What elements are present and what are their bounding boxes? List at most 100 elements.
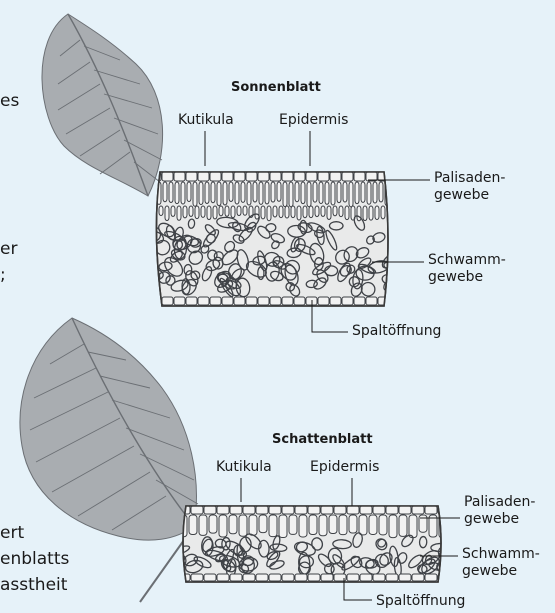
epidermis-cell xyxy=(282,172,293,181)
palisade-cell xyxy=(219,206,223,216)
palisade-cell xyxy=(393,206,397,215)
epidermis-cell xyxy=(373,574,385,581)
epidermis-cell xyxy=(270,172,281,181)
text-fragment: asstheit xyxy=(0,572,67,598)
palisade-cell xyxy=(159,206,163,215)
epidermis-cell xyxy=(308,574,320,581)
palisade-cell xyxy=(219,515,227,537)
epidermis-cell xyxy=(399,574,411,581)
palisade-cell xyxy=(379,515,387,535)
epidermis-cell xyxy=(354,297,365,305)
epidermis-cell xyxy=(386,574,398,581)
palisade-cell xyxy=(253,182,257,202)
epidermis-cell xyxy=(295,506,307,514)
epidermis-cell xyxy=(342,297,353,305)
epidermis-cell xyxy=(198,297,209,305)
epidermis-cell xyxy=(217,574,229,581)
epidermis-cell xyxy=(186,172,197,181)
epidermis-cell xyxy=(282,574,294,581)
palisade-cell xyxy=(187,182,191,201)
epidermis-cell xyxy=(243,506,255,514)
palisade-cell xyxy=(355,182,359,204)
shade-label-epidermis: Epidermis xyxy=(310,459,379,476)
sun-label-epidermis: Epidermis xyxy=(279,112,348,129)
sun-label-cuticle: Kutikula xyxy=(178,112,234,129)
epidermis-cell xyxy=(270,297,281,305)
sun-label-spongy-1: Schwamm- xyxy=(428,252,506,269)
shade-leaf-cross-section xyxy=(172,500,452,582)
epidermis-cell xyxy=(234,297,245,305)
palisade-cell xyxy=(255,206,259,219)
palisade-cell xyxy=(301,182,305,204)
palisade-cell xyxy=(169,182,173,202)
palisade-cell xyxy=(295,182,299,202)
palisade-cell xyxy=(313,182,317,202)
epidermis-cell xyxy=(360,506,372,514)
epidermis-cell xyxy=(308,506,320,514)
shade-label-palisade-1: Palisaden- xyxy=(464,494,535,511)
text-fragment: es xyxy=(0,88,19,114)
palisade-cell xyxy=(345,206,349,220)
spongy-cell xyxy=(145,260,156,272)
upper-epidermis-cells xyxy=(150,172,401,181)
palisade-cell xyxy=(389,515,397,538)
lower-epidermis-cells xyxy=(150,297,401,305)
text-fragment: ert xyxy=(0,520,24,546)
palisade-cell xyxy=(291,206,295,218)
palisade-cell xyxy=(207,206,211,220)
epidermis-cell xyxy=(258,172,269,181)
epidermis-cell xyxy=(306,172,317,181)
palisade-cell xyxy=(239,515,247,536)
epidermis-cell xyxy=(269,506,281,514)
epidermis-cell xyxy=(318,297,329,305)
palisade-cell xyxy=(265,182,269,204)
epidermis-cell xyxy=(334,506,346,514)
palisade-cell xyxy=(171,206,175,216)
palisade-cell xyxy=(349,515,357,533)
sun-leaf-title: Sonnenblatt xyxy=(231,80,321,95)
shade-leaf-title: Schattenblatt xyxy=(272,432,373,447)
epidermis-cell xyxy=(222,297,233,305)
epidermis-cell xyxy=(243,574,255,581)
epidermis-cell xyxy=(366,297,377,305)
palisade-cell xyxy=(247,182,251,205)
epidermis-cell xyxy=(256,574,268,581)
palisade-cell xyxy=(319,182,323,204)
epidermis-cell xyxy=(230,506,242,514)
epidermis-cell xyxy=(342,172,353,181)
epidermis-cell xyxy=(186,297,197,305)
shade-label-cuticle: Kutikula xyxy=(216,459,272,476)
palisade-cell xyxy=(299,515,307,537)
epidermis-cell xyxy=(390,297,401,305)
palisade-cell xyxy=(337,182,341,203)
epidermis-cell xyxy=(438,574,450,581)
palisade-cell xyxy=(199,515,207,535)
palisade-cell xyxy=(369,206,373,220)
palisade-cells xyxy=(179,515,447,538)
palisade-cell xyxy=(381,206,385,219)
epidermis-cell xyxy=(269,574,281,581)
shade-label-palisade-2: gewebe xyxy=(464,511,519,528)
palisade-cell xyxy=(229,515,237,534)
epidermis-cell xyxy=(204,574,216,581)
palisade-cell xyxy=(259,515,267,533)
palisade-cell xyxy=(235,182,239,204)
palisade-cell xyxy=(327,206,331,219)
palisade-cell xyxy=(343,182,347,202)
epidermis-cell xyxy=(174,172,185,181)
epidermis-cell xyxy=(230,574,242,581)
epidermis-cell xyxy=(210,297,221,305)
epidermis-cell xyxy=(162,172,173,181)
text-fragment: ; xyxy=(0,262,6,288)
epidermis-cell xyxy=(256,506,268,514)
epidermis-cell xyxy=(174,297,185,305)
palisade-cell xyxy=(379,182,383,202)
epidermis-cell xyxy=(258,297,269,305)
palisade-cell xyxy=(273,206,277,217)
palisade-cell xyxy=(243,206,247,215)
text-fragment: enblatts xyxy=(0,546,69,572)
palisade-cell xyxy=(361,182,365,202)
epidermis-cell xyxy=(295,574,307,581)
epidermis-cell xyxy=(246,297,257,305)
